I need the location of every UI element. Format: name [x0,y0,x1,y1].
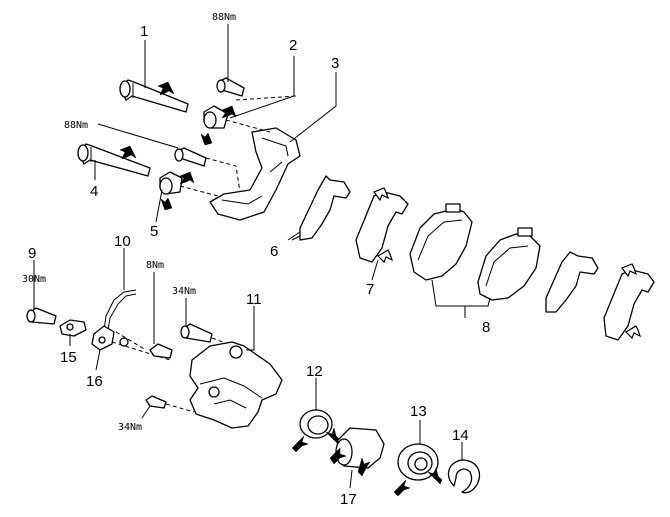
callout-12: 12 [306,363,323,380]
bleeder-screw [145,395,167,409]
callout-1: 1 [140,23,148,40]
open-arrow-7b [377,249,394,264]
callout-14: 14 [452,427,469,444]
callout-7: 7 [366,281,374,298]
caliper-bracket-3 [209,127,301,221]
sensor-bolt [149,343,173,359]
arrow-bushing-2b [200,132,213,146]
bushing-2 [203,105,229,129]
callout-4: 4 [90,183,98,200]
bushing-5 [159,171,183,195]
bolt-upper [216,77,245,97]
sensor-wire-10 [91,289,137,351]
callout-16: 16 [86,373,103,390]
arrow-seal-12a [291,435,309,453]
guide-pin-4 [77,143,151,177]
arrow-boot-a [393,479,411,497]
caliper-body-11 [189,341,283,429]
callout-11: 11 [246,291,262,308]
open-arrow-7a [373,187,390,202]
callout-2: 2 [289,37,297,54]
callout-9: 9 [28,245,36,262]
dust-boot-13 [397,443,439,481]
callout-8: 8 [482,319,490,336]
shim-clip-right [545,251,599,313]
arrow-bushing-5a [179,171,195,185]
shim-clip-6 [291,175,351,241]
callout-10: 10 [114,233,131,250]
anti-squeal-shim-7 [355,191,409,263]
snap-ring-14 [447,459,481,494]
bracket-15 [59,319,87,337]
brake-pad-8b [477,227,541,301]
torque-label-mid: 88Nm [64,120,88,131]
piston-17 [335,427,385,469]
torque-label-top: 88Nm [212,12,236,23]
callout-17: 17 [340,491,357,508]
seal-12 [299,409,333,439]
callout-15: 15 [60,349,77,366]
torque-label-bottom: 34Nm [118,422,142,433]
open-arrow-right-b [625,325,642,340]
arrow-piston-b [357,457,371,477]
bolt-middle [174,147,207,167]
arrow-pin-1 [157,81,175,96]
callout-3: 3 [331,55,339,72]
arrow-pin-4 [119,145,137,160]
callout-6: 6 [270,243,278,260]
torque-label-left: 30Nm [22,274,46,285]
bolt-34nm-upper [180,323,213,343]
callout-5: 5 [150,223,158,240]
callout-13: 13 [410,403,427,420]
arrow-piston-a [329,447,347,465]
guide-pin-1 [119,79,189,113]
bolt-9 [26,307,57,325]
torque-label-bracket: 34Nm [172,286,196,297]
arrow-boot-b [427,467,443,485]
arrow-bushing-5b [160,197,173,211]
brake-pad-8a [409,203,473,281]
open-arrow-right-a [621,263,638,278]
anti-squeal-shim-right [603,269,655,341]
grommet [119,337,129,347]
torque-label-sensor: 8Nm [146,260,164,271]
